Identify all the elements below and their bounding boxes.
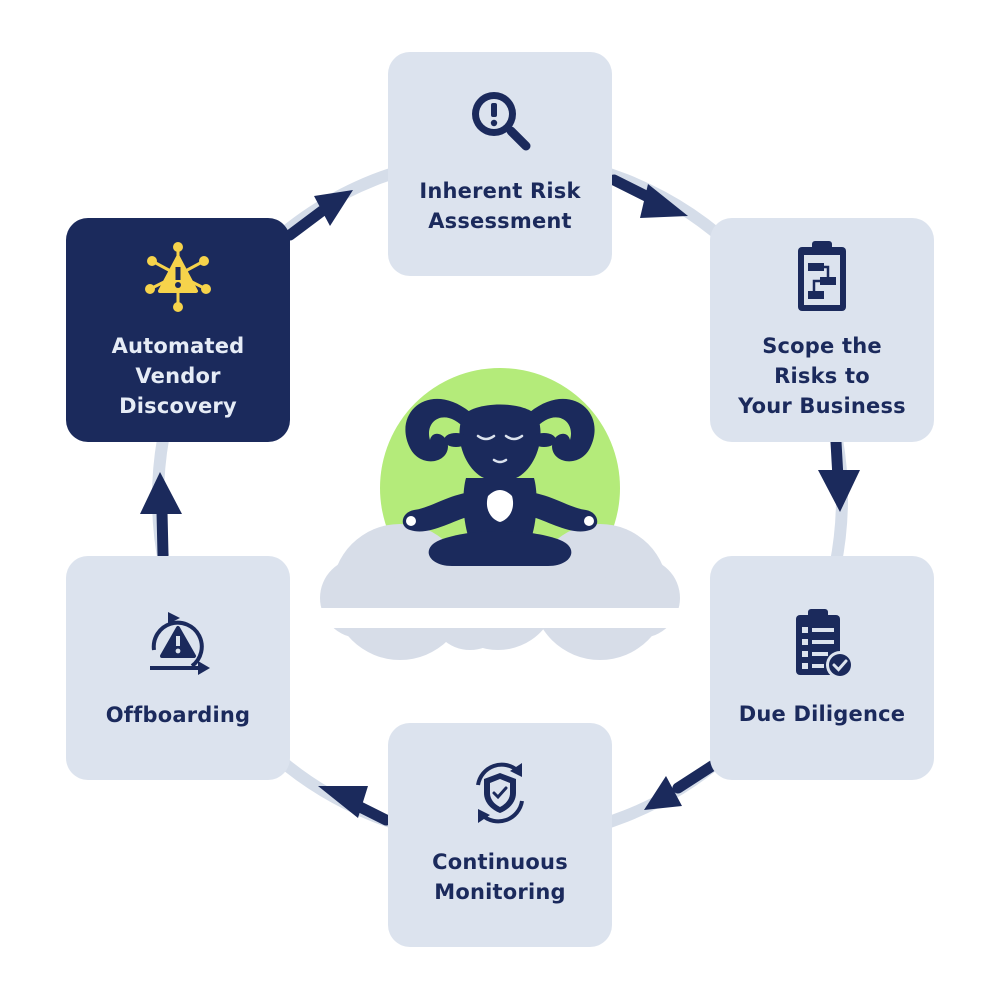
stage-card-inherent-risk-assessment: Inherent Risk Assessment — [388, 52, 612, 276]
arrow-due-to-monitor — [644, 760, 718, 810]
stage-card-automated-vendor-discovery: Automated Vendor Discovery — [66, 218, 290, 442]
arrow-auto-to-inherent — [284, 190, 353, 241]
alert-cycle-icon — [140, 606, 216, 682]
clipboard-flow-icon — [784, 239, 860, 315]
stage-card-continuous-monitoring: Continuous Monitoring — [388, 723, 612, 947]
network-alert-icon — [140, 239, 216, 315]
magnifier-alert-icon — [462, 84, 538, 160]
stage-label: Scope the Risks to Your Business — [738, 334, 906, 418]
arrow-inherent-to-scope — [608, 174, 688, 218]
stage-card-offboarding: Offboarding — [66, 556, 290, 780]
checklist-check-icon — [784, 607, 860, 683]
stage-label: Automated Vendor Discovery — [111, 334, 245, 418]
stage-card-due-diligence: Due Diligence — [710, 556, 934, 780]
meditating-ram-mascot — [318, 368, 682, 660]
arrow-monitor-to-offboard — [318, 786, 392, 826]
arrow-scope-to-due — [818, 436, 860, 512]
stage-label: Due Diligence — [738, 702, 906, 726]
stage-label: Inherent Risk Assessment — [419, 179, 581, 233]
shield-cycle-icon — [462, 755, 538, 831]
stage-label: Offboarding — [105, 703, 251, 727]
arrow-offboard-to-auto — [140, 472, 182, 561]
stage-card-scope-the-risks: Scope the Risks to Your Business — [710, 218, 934, 442]
stage-label: Continuous Monitoring — [432, 850, 568, 904]
